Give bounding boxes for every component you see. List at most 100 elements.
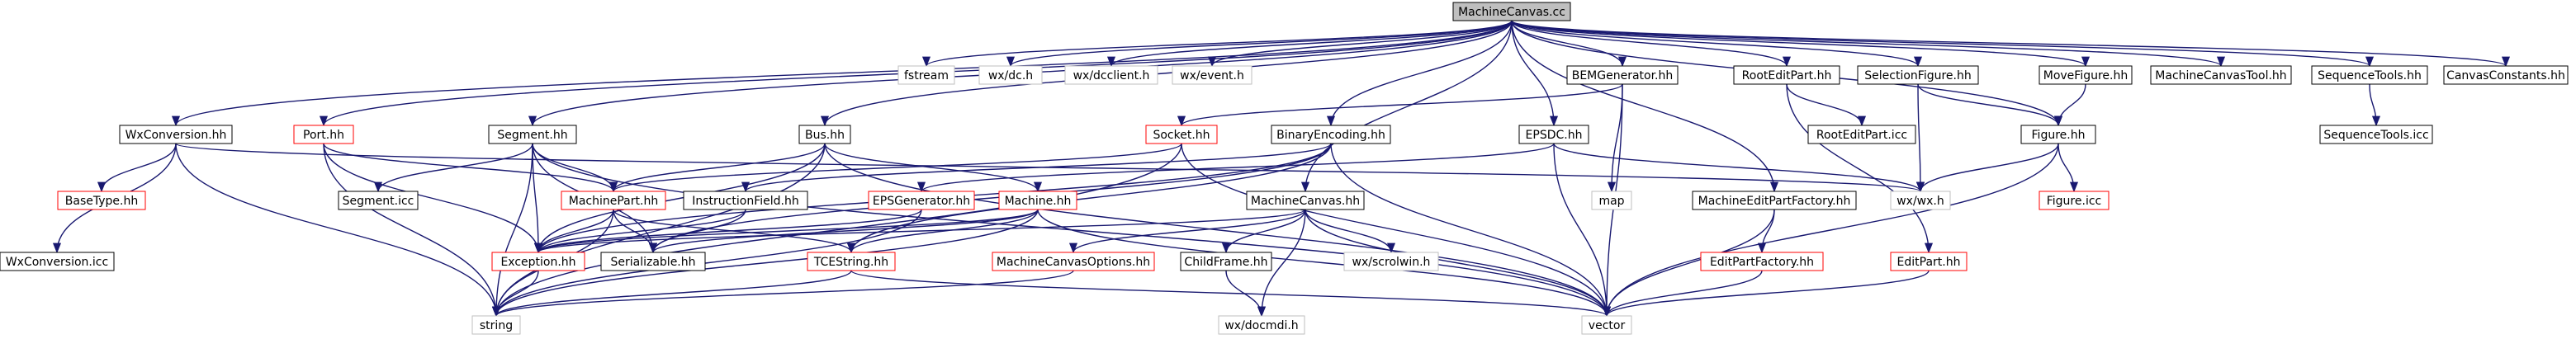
node-tcestring-hh[interactable]: TCEString.hh xyxy=(807,252,896,271)
node-sequencetools-icc[interactable]: SequenceTools.icc xyxy=(2319,125,2433,144)
edge-socket-hh-to-string xyxy=(492,143,1182,318)
node-label-machinecanvastool-hh: MachineCanvasTool.hh xyxy=(2155,69,2286,82)
node-label-port-hh: Port.hh xyxy=(303,129,344,142)
edge-binaryencoding-hh-to-instructionfield-hh xyxy=(741,143,1332,193)
node-port-hh[interactable]: Port.hh xyxy=(293,125,354,144)
node-machineeditpartfactory-hh[interactable]: MachineEditPartFactory.hh xyxy=(1692,191,1857,210)
node-sequencetools-hh[interactable]: SequenceTools.hh xyxy=(2311,65,2428,85)
edge-machinecanvas-hh-to-wx-docmdi-h xyxy=(1257,209,1306,318)
node-epsgenerator-hh[interactable]: EPSGenerator.hh xyxy=(868,191,975,210)
node-label-figure-hh: Figure.hh xyxy=(2032,129,2086,142)
node-string[interactable]: string xyxy=(471,315,521,335)
edge-rooteditpart-hh-to-editpart-hh xyxy=(1786,83,1934,254)
node-rooteditpart-icc[interactable]: RootEditPart.icc xyxy=(1807,125,1916,144)
node-label-machinecanvasoptions-hh: MachineCanvasOptions.hh xyxy=(997,256,1150,269)
node-label-epsdc-hh: EPSDC.hh xyxy=(1526,129,1583,142)
node-map[interactable]: map xyxy=(1591,191,1632,210)
node-label-vector: vector xyxy=(1589,319,1626,332)
node-wxconversion-icc[interactable]: WxConversion.icc xyxy=(0,252,115,271)
edge-segment-hh-to-string xyxy=(491,143,533,318)
node-figure-hh[interactable]: Figure.hh xyxy=(2020,125,2096,144)
node-machinecanvasoptions-hh[interactable]: MachineCanvasOptions.hh xyxy=(992,252,1155,271)
edge-machine-hh-to-tcestring-hh xyxy=(847,209,1039,254)
edge-editpart-hh-to-vector xyxy=(1603,270,1930,318)
node-serializable-hh[interactable]: Serializable.hh xyxy=(600,252,706,271)
edge-port-hh-to-machinepart-hh xyxy=(323,143,618,193)
node-label-string: string xyxy=(480,319,513,332)
node-socket-hh[interactable]: Socket.hh xyxy=(1145,125,1218,144)
edge-bus-hh-to-machine-hh xyxy=(824,143,1042,193)
node-bus-hh[interactable]: Bus.hh xyxy=(798,125,851,144)
node-rooteditpart-hh[interactable]: RootEditPart.hh xyxy=(1733,65,1840,85)
node-label-selectionfigure-hh: SelectionFigure.hh xyxy=(1864,69,1971,82)
edge-bemgenerator-hh-to-socket-hh xyxy=(1177,83,1623,127)
edge-machinecanvas-cc-to-bemgenerator-hh xyxy=(1511,20,1627,68)
edge-segment-hh-to-segment-icc xyxy=(374,143,533,193)
node-vector[interactable]: vector xyxy=(1581,315,1632,335)
node-machinecanvas-hh[interactable]: MachineCanvas.hh xyxy=(1246,191,1365,210)
node-epsdc-hh[interactable]: EPSDC.hh xyxy=(1518,125,1589,144)
node-wx-wx-h[interactable]: wx/wx.h xyxy=(1890,191,1951,210)
node-label-childframe-hh: ChildFrame.hh xyxy=(1184,256,1267,269)
node-machinecanvastool-hh[interactable]: MachineCanvasTool.hh xyxy=(2150,65,2292,85)
edge-machinecanvas-cc-to-bus-hh xyxy=(821,20,1513,127)
edge-sequencetools-hh-to-sequencetools-icc xyxy=(2369,83,2381,127)
node-label-wx-scrolwin-h: wx/scrolwin.h xyxy=(1352,256,1431,269)
edge-machinecanvas-cc-to-machineeditpartfactory-hh xyxy=(1511,20,1779,193)
node-label-rooteditpart-icc: RootEditPart.icc xyxy=(1816,129,1907,142)
node-selectionfigure-hh[interactable]: SelectionFigure.hh xyxy=(1857,65,1979,85)
node-exception-hh[interactable]: Exception.hh xyxy=(491,252,585,271)
node-bemgenerator-hh[interactable]: BEMGenerator.hh xyxy=(1566,65,1679,85)
node-label-editpart-hh: EditPart.hh xyxy=(1897,256,1961,269)
node-wx-dc-h[interactable]: wx/dc.h xyxy=(978,65,1043,85)
node-machine-hh[interactable]: Machine.hh xyxy=(998,191,1077,210)
node-binaryencoding-hh[interactable]: BinaryEncoding.hh xyxy=(1271,125,1391,144)
node-label-epsgenerator-hh: EPSGenerator.hh xyxy=(873,195,970,208)
node-label-wx-wx-h: wx/wx.h xyxy=(1896,195,1944,208)
edge-segment-hh-to-machinepart-hh xyxy=(532,143,618,193)
node-wx-docmdi-h[interactable]: wx/docmdi.h xyxy=(1218,315,1305,335)
node-segment-icc[interactable]: Segment.icc xyxy=(338,191,419,210)
node-childframe-hh[interactable]: ChildFrame.hh xyxy=(1180,252,1272,271)
node-label-sequencetools-icc: SequenceTools.icc xyxy=(2323,129,2428,142)
edge-segment-hh-to-exception-hh xyxy=(532,143,543,254)
node-label-wx-dc-h: wx/dc.h xyxy=(988,69,1033,82)
node-label-fstream: fstream xyxy=(904,69,949,82)
node-movefigure-hh[interactable]: MoveFigure.hh xyxy=(2039,65,2133,85)
node-editpartfactory-hh[interactable]: EditPartFactory.hh xyxy=(1700,252,1824,271)
edge-machinecanvasoptions-hh-to-string xyxy=(492,270,1074,318)
node-editpart-hh[interactable]: EditPart.hh xyxy=(1890,252,1968,271)
node-label-basetype-hh: BaseType.hh xyxy=(65,195,138,208)
node-label-wx-event-h: wx/event.h xyxy=(1180,69,1244,82)
node-wx-dcclient-h[interactable]: wx/dcclient.h xyxy=(1064,65,1158,85)
edge-binaryencoding-hh-to-vector xyxy=(1330,143,1612,318)
node-fstream[interactable]: fstream xyxy=(897,65,955,85)
edge-figure-hh-to-vector xyxy=(1603,143,2059,318)
node-basetype-hh[interactable]: BaseType.hh xyxy=(57,191,146,210)
node-label-machinepart-hh: MachinePart.hh xyxy=(569,195,658,208)
node-wx-scrolwin-h[interactable]: wx/scrolwin.h xyxy=(1343,252,1439,271)
edge-machinecanvas-hh-to-childframe-hh xyxy=(1222,209,1306,254)
edge-machinecanvas-cc-to-selectionfigure-hh xyxy=(1511,20,1922,68)
edge-bus-hh-to-vector xyxy=(824,143,1611,318)
edge-epsdc-hh-to-vector xyxy=(1553,143,1612,318)
node-instructionfield-hh[interactable]: InstructionField.hh xyxy=(683,191,808,210)
node-canvasconstants-hh[interactable]: CanvasConstants.hh xyxy=(2443,65,2569,85)
edge-tcestring-hh-to-string xyxy=(492,270,852,318)
edge-machine-hh-to-string xyxy=(492,209,1039,318)
edge-editpartfactory-hh-to-vector xyxy=(1603,270,1763,318)
node-label-binaryencoding-hh: BinaryEncoding.hh xyxy=(1276,129,1385,142)
node-segment-hh[interactable]: Segment.hh xyxy=(488,125,577,144)
node-wx-event-h[interactable]: wx/event.h xyxy=(1172,65,1252,85)
edge-port-hh-to-exception-hh xyxy=(323,143,542,254)
node-label-sequencetools-hh: SequenceTools.hh xyxy=(2318,69,2422,82)
edge-selectionfigure-hh-to-figure-hh xyxy=(1917,83,2062,127)
edge-machinecanvas-cc-to-machinecanvastool-hh xyxy=(1511,20,2225,68)
edge-machinecanvas-cc-to-wx-dc-h xyxy=(1006,20,1513,68)
node-wxconversion-hh[interactable]: WxConversion.hh xyxy=(119,125,233,144)
node-figure-icc[interactable]: Figure.icc xyxy=(2039,191,2110,210)
node-machinepart-hh[interactable]: MachinePart.hh xyxy=(561,191,666,210)
node-label-serializable-hh: Serializable.hh xyxy=(610,256,695,269)
edge-wxconversion-hh-to-string xyxy=(175,143,500,318)
edge-machinecanvas-cc-to-machinecanvas-hh xyxy=(1300,20,1513,193)
